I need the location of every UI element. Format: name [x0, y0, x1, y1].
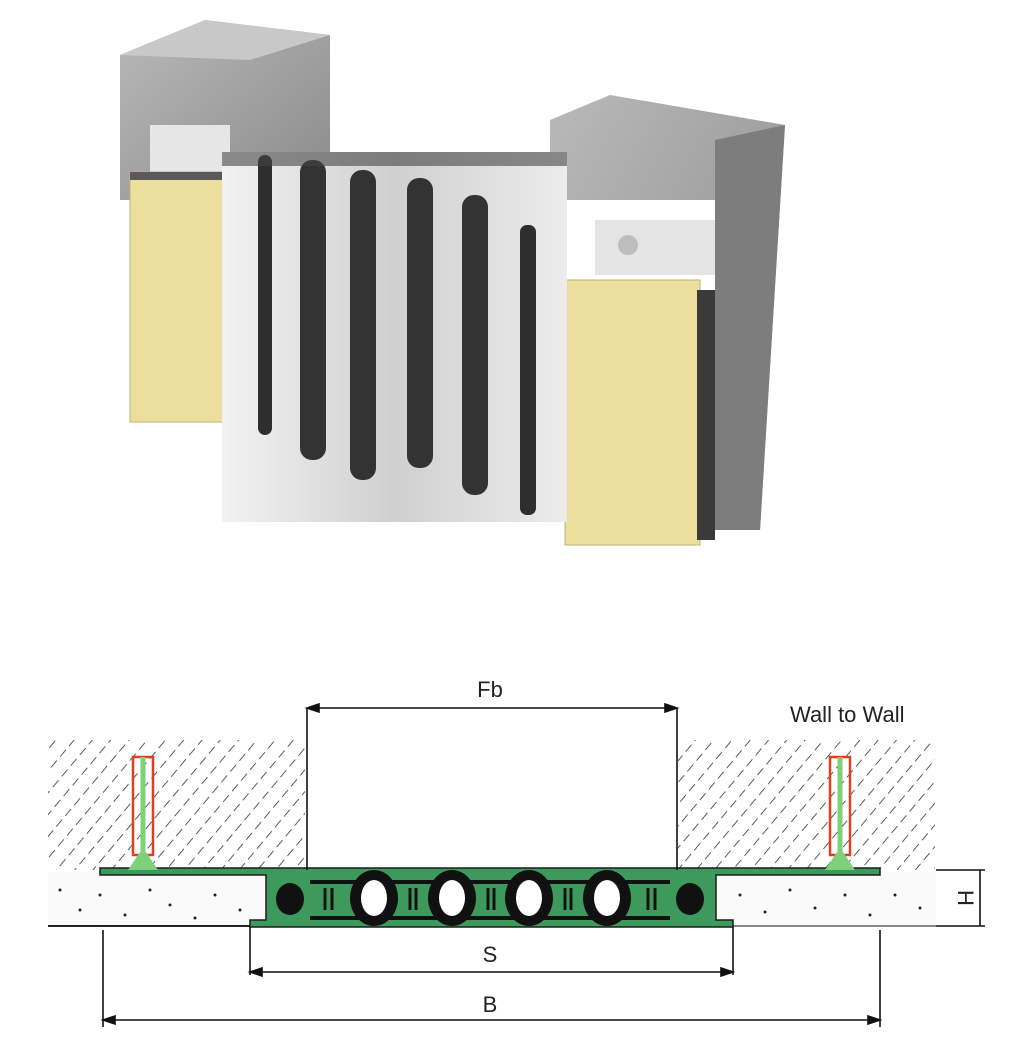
left-mounting-bracket	[150, 125, 230, 175]
right-concrete-block	[550, 95, 785, 530]
left-board	[48, 872, 266, 927]
product-render	[120, 20, 785, 546]
seal-bulb	[583, 870, 631, 926]
b-label: B	[483, 992, 498, 1017]
left-wall-hatch	[48, 740, 305, 870]
right-end-bulb	[676, 883, 704, 915]
right-mounting-bracket	[595, 220, 715, 275]
s-label: S	[483, 942, 498, 967]
right-anchor-screw	[825, 755, 855, 870]
left-wall-panel	[129, 171, 236, 423]
right-wall-hatch	[678, 740, 935, 870]
cross-section: Fb S B H Wall to Wall	[48, 677, 985, 1027]
right-wall-panel	[564, 279, 701, 546]
right-board	[716, 872, 936, 927]
fb-label: Fb	[477, 677, 503, 702]
rubber-seal	[276, 870, 704, 926]
h-label: H	[953, 890, 978, 906]
joint-strips	[222, 152, 567, 522]
dimension-lines	[100, 702, 985, 1027]
seal-bulb	[505, 870, 553, 926]
board-speckles	[58, 888, 922, 920]
left-anchor-screw	[128, 755, 158, 870]
seal-bulb	[350, 870, 398, 926]
wall-to-wall-caption: Wall to Wall	[790, 702, 905, 727]
left-end-bulb	[276, 883, 304, 915]
seal-bulb	[428, 870, 476, 926]
